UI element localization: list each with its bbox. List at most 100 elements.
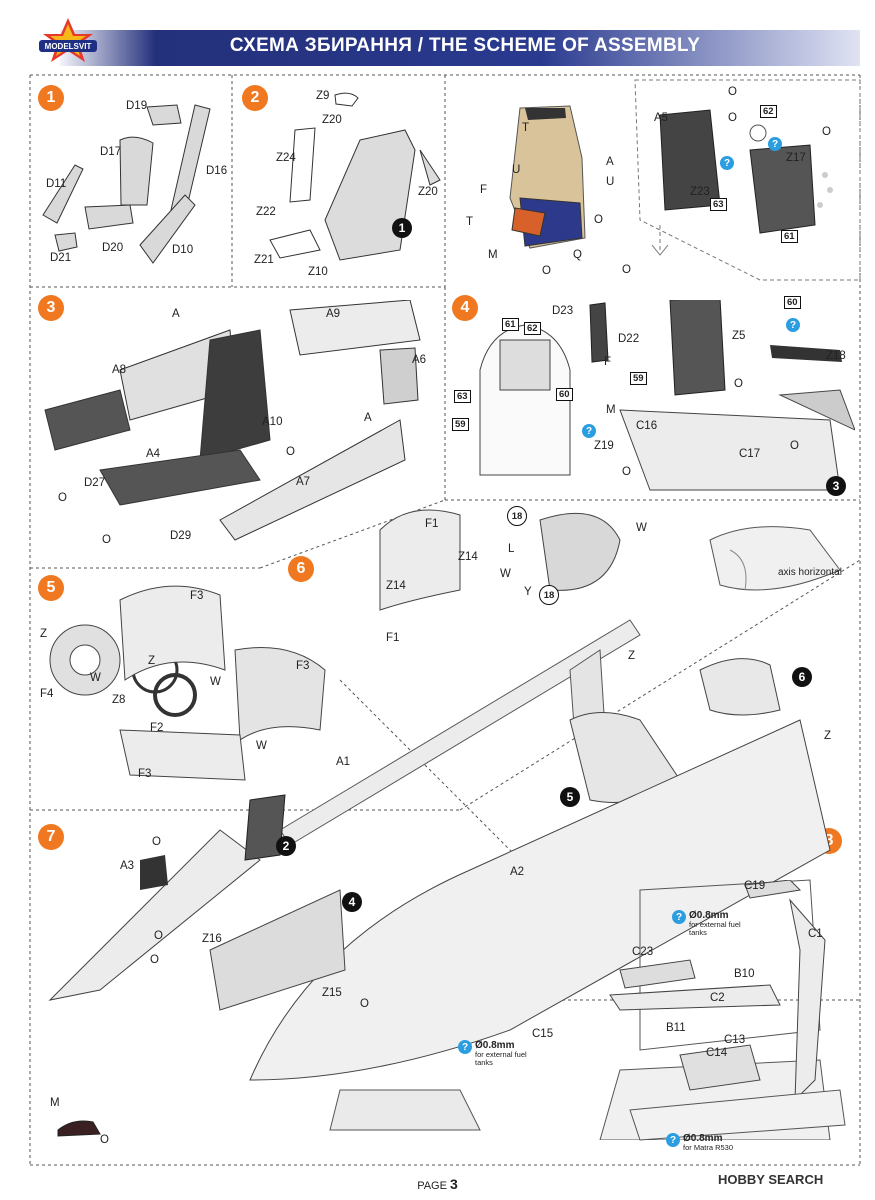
small-part-drawing [57, 1120, 101, 1137]
part-label: A5 [654, 112, 669, 124]
step6-nozzle-drawing [379, 509, 621, 611]
part-label: D11 [46, 178, 67, 190]
decal-number: 60 [784, 296, 801, 309]
paint-code: O [154, 930, 163, 942]
paint-code: A [172, 308, 180, 320]
step-7-badge: 7 [38, 824, 64, 850]
paint-code: M [488, 249, 498, 261]
part-label: Z16 [202, 933, 222, 945]
paint-code: F [604, 356, 612, 368]
part-label: A3 [120, 860, 135, 872]
part-label: Z17 [786, 152, 806, 164]
paint-code: O [360, 998, 369, 1010]
step5-afterburner-drawing [49, 585, 326, 781]
page-label: PAGE [417, 1180, 447, 1192]
decal-number: 59 [630, 372, 647, 385]
info-icon: ? [786, 318, 800, 332]
part-label: D19 [126, 100, 148, 112]
part-label: F3 [296, 660, 310, 672]
part-label: Z14 [386, 580, 406, 592]
part-label: Z19 [594, 440, 614, 452]
paint-code: F [480, 184, 488, 196]
paint-code: O [58, 492, 67, 504]
paint-code: T [522, 122, 530, 134]
part-label: Z18 [826, 350, 846, 362]
part-label: F1 [386, 632, 400, 644]
part-label: A6 [412, 354, 427, 366]
paint-code: A [606, 156, 614, 168]
part-label: F3 [190, 590, 204, 602]
paint-code: U [606, 176, 615, 188]
modelsvit-logo: MODELSVIT [39, 18, 97, 62]
part-label: A9 [326, 308, 341, 320]
info-icon: ? [720, 156, 734, 170]
decal-number: 61 [781, 230, 798, 243]
part-label: D29 [170, 530, 192, 542]
part-label: A2 [510, 866, 525, 878]
part-label: Z9 [316, 90, 330, 102]
paint-code: O [594, 214, 603, 226]
paint-code: T [466, 216, 474, 228]
instrument-panel-drawing [659, 109, 833, 234]
paint-code: W [90, 672, 101, 684]
part-label: F3 [138, 768, 152, 780]
paint-code: O [622, 466, 631, 478]
part-label: Z5 [732, 330, 746, 342]
part-label: D27 [84, 477, 106, 489]
part-label: D20 [102, 242, 124, 254]
decal-number: 63 [710, 198, 727, 211]
step-reference: 18 [539, 585, 559, 605]
drill-note-matra: ? Ø0.8mm for Matra R530 [666, 1133, 753, 1152]
paint-code: O [790, 440, 799, 452]
paint-code: O [542, 265, 551, 277]
info-icon: ? [672, 910, 686, 924]
part-label: Z8 [112, 694, 126, 706]
part-label: Z22 [256, 206, 276, 218]
step4-cockpit-drawing [479, 300, 855, 491]
paint-code: O [286, 446, 295, 458]
part-label: A8 [112, 364, 127, 376]
part-label: C2 [710, 992, 725, 1004]
paint-code: Z [824, 730, 832, 742]
part-label: C1 [808, 928, 823, 940]
part-label: A10 [262, 416, 283, 428]
decal-number: 59 [452, 418, 469, 431]
drill-note-fuel-tanks: ? Ø0.8mm for external fuel tanks [672, 910, 759, 937]
paint-code: W [256, 740, 267, 752]
part-label: C19 [744, 880, 766, 892]
paint-code: L [508, 543, 515, 555]
step-3-badge: 3 [38, 295, 64, 321]
info-icon: ? [458, 1040, 472, 1054]
part-label: C16 [636, 420, 658, 432]
paint-code: W [636, 522, 647, 534]
part-label: C23 [632, 946, 654, 958]
paint-code: O [152, 836, 161, 848]
part-label: D17 [100, 146, 122, 158]
part-label: Z24 [276, 152, 296, 164]
watermark: HOBBY SEARCH [718, 1172, 824, 1187]
sub-assembly-callout: 5 [560, 787, 580, 807]
paint-code: O [102, 534, 111, 546]
sub-assembly-callout: 4 [342, 892, 362, 912]
paint-code: Q [573, 249, 582, 261]
page-title: СХЕМА ЗБИРАННЯ / THE SCHEME OF ASSEMBLY [229, 35, 701, 56]
step1-seat-parts-drawing [42, 104, 211, 264]
part-label: C14 [706, 1047, 728, 1059]
part-label: D22 [618, 333, 640, 345]
step8-pylons-drawing [609, 880, 846, 1141]
nozzle-axis-drawing [709, 526, 841, 591]
axis-note: axis horizontal [778, 567, 842, 578]
painted-seat-drawing [509, 105, 586, 249]
part-label: C15 [532, 1028, 554, 1040]
sub-assembly-callout: 2 [276, 836, 296, 856]
sub-assembly-callout: 6 [792, 667, 812, 687]
step-6-badge: 6 [288, 556, 314, 582]
part-label: Z15 [322, 987, 342, 999]
part-label: F4 [40, 688, 54, 700]
paint-code: M [606, 404, 616, 416]
part-label: A4 [146, 448, 161, 460]
step-2-badge: 2 [242, 85, 268, 111]
part-label: D23 [552, 305, 574, 317]
sub-assembly-callout: 3 [826, 476, 846, 496]
step-1-badge: 1 [38, 85, 64, 111]
